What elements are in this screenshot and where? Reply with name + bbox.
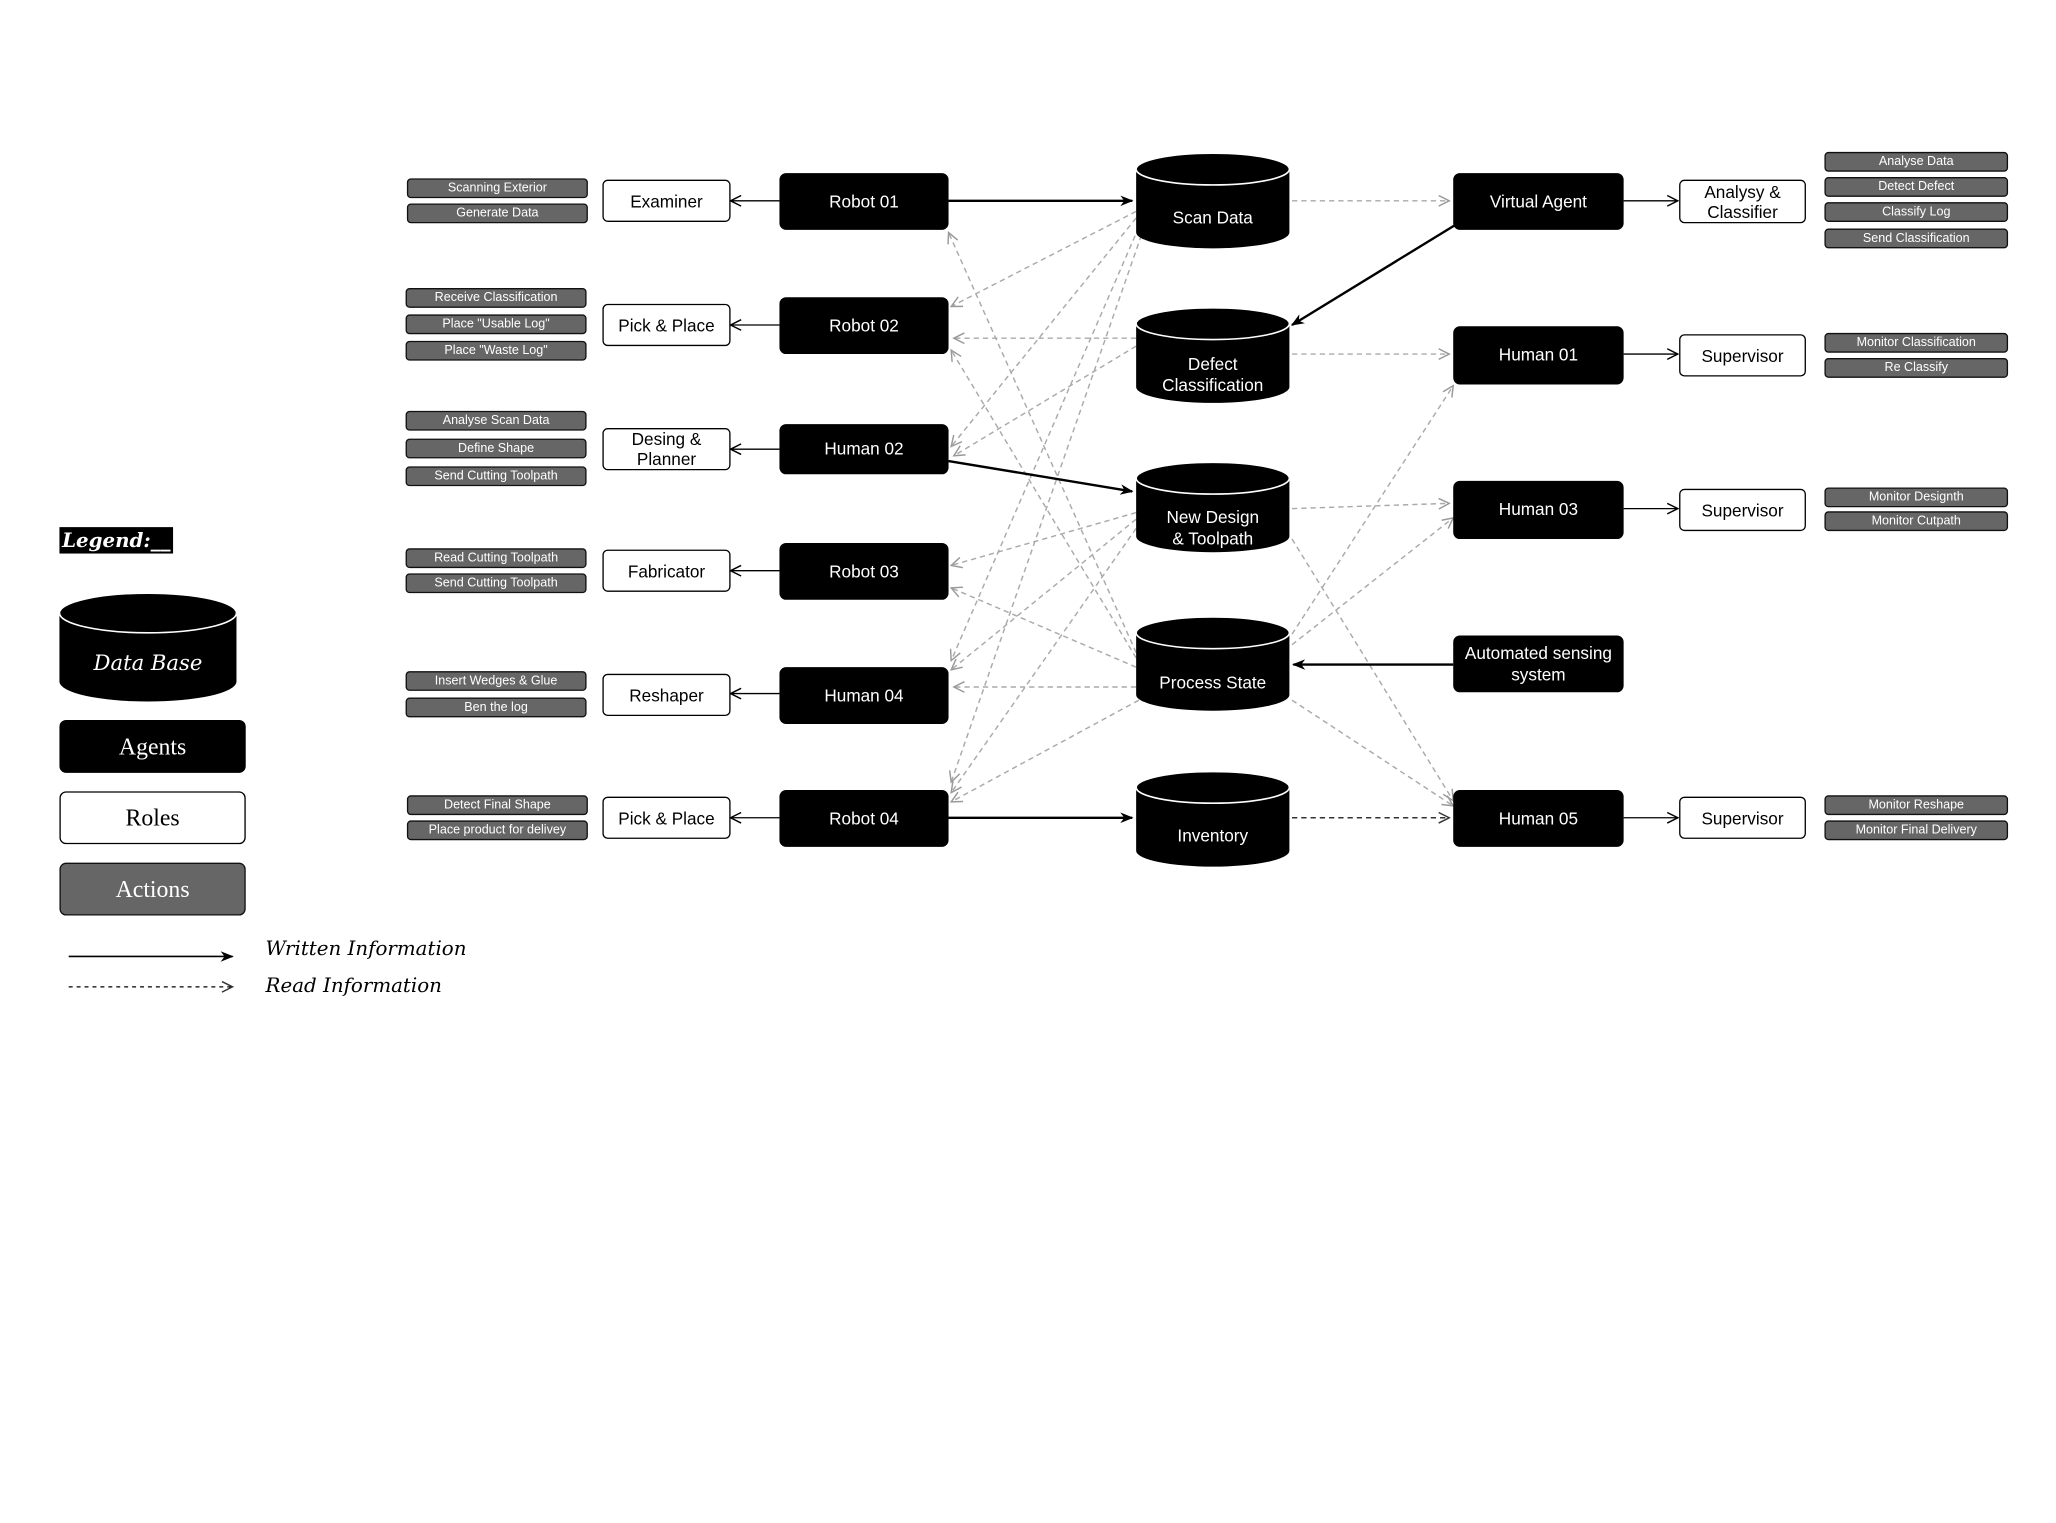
role-supervisor-3[interactable]: Supervisor [1679,488,1806,532]
role-fabricator[interactable]: Fabricator [602,549,731,592]
agent-human-03[interactable]: Human 03 [1453,480,1624,540]
role-design-planner[interactable]: Desing & Planner [602,428,731,471]
read-line [1291,518,1453,646]
action-item[interactable]: Classify Log [1824,202,2009,222]
action-item[interactable]: Detect Final Shape [406,795,588,816]
read-line [1292,503,1449,508]
db-cylinder-inventory [1135,770,1291,867]
read-line [1291,538,1453,801]
action-item[interactable]: Generate Data [406,203,588,224]
agent-automated-sensing-system[interactable]: Automated sensing system [1453,635,1624,693]
action-item[interactable]: Receive Classification [405,287,587,308]
legend-written-label: Written Information [265,936,467,961]
read-line [1291,699,1453,806]
legend-database-label: Data Base [93,649,203,675]
legend-actions-box: Actions [59,862,246,916]
read-line [951,217,1137,447]
db-scan-data[interactable]: Scan Data [1172,207,1253,228]
read-line [951,210,1137,306]
db-defect-classification[interactable]: Defect Classification [1162,354,1264,396]
role-examiner[interactable]: Examiner [602,179,731,222]
action-item[interactable]: Monitor Classification [1824,332,2009,353]
agent-human-01[interactable]: Human 01 [1453,326,1624,385]
action-item[interactable]: Ben the log [405,697,587,718]
role-supervisor-5[interactable]: Supervisor [1679,796,1806,839]
db-cylinder-scan [1135,152,1291,249]
db-process-state[interactable]: Process State [1159,672,1267,693]
action-item[interactable]: Insert Wedges & Glue [405,671,587,691]
agent-human-02[interactable]: Human 02 [779,424,949,475]
agent-human-05[interactable]: Human 05 [1453,790,1624,847]
action-item[interactable]: Monitor Designth [1824,487,2009,508]
read-line [954,345,1137,456]
agent-human-04[interactable]: Human 04 [779,667,949,724]
db-inventory[interactable]: Inventory [1177,825,1249,846]
read-line [951,350,1137,659]
action-item[interactable]: Re Classify [1824,358,2009,378]
action-item[interactable]: Place product for delivey [406,820,588,841]
read-line [951,518,1137,670]
action-item[interactable]: Place "Waste Log" [405,340,587,361]
action-item[interactable]: Scanning Exterior [406,178,588,199]
db-cylinder-design [1135,461,1291,553]
agent-virtual-agent[interactable]: Virtual Agent [1453,173,1624,230]
db-cylinder-defect [1135,307,1291,403]
action-item[interactable]: Send Classification [1824,228,2009,249]
read-line [951,528,1137,792]
action-item[interactable]: Analyse Scan Data [405,410,587,431]
read-line [951,699,1140,802]
read-line [951,226,1140,660]
read-line [951,588,1137,668]
write-line [948,459,1134,495]
read-line [949,233,1137,653]
role-analyser-classifier[interactable]: Analysy & Classifier [1679,179,1806,224]
role-supervisor-1[interactable]: Supervisor [1679,334,1806,377]
role-pick-and-place-1[interactable]: Pick & Place [602,303,731,347]
write-line [1290,223,1457,327]
read-line [1291,386,1453,635]
role-pick-and-place-2[interactable]: Pick & Place [602,796,731,839]
action-item[interactable]: Define Shape [405,438,587,459]
legend-db-cylinder [58,592,238,702]
read-line [951,234,1143,782]
legend-title: Legend:__ [59,527,174,554]
action-item[interactable]: Place "Usable Log" [405,314,587,335]
agent-robot-02[interactable]: Robot 02 [779,297,949,355]
db-new-design-toolpath[interactable]: New Design & Toolpath [1166,507,1260,549]
legend-read-label: Read Information [265,973,442,998]
action-item[interactable]: Monitor Cutpath [1824,511,2009,532]
connection-lines [58,152,2056,1153]
agent-robot-01[interactable]: Robot 01 [779,173,949,230]
action-item[interactable]: Send Cutting Toolpath [405,466,587,487]
action-item[interactable]: Detect Defect [1824,177,2009,197]
legend-roles-box: Roles [59,791,246,845]
action-item[interactable]: Send Cutting Toolpath [405,573,587,594]
action-item[interactable]: Read Cutting Toolpath [405,548,587,569]
role-reshaper[interactable]: Reshaper [602,673,731,717]
action-item[interactable]: Monitor Final Delivery [1824,820,2009,841]
agent-robot-04[interactable]: Robot 04 [779,790,949,847]
db-cylinder-process [1135,616,1291,711]
action-item[interactable]: Monitor Reshape [1824,795,2009,816]
action-item[interactable]: Analyse Data [1824,151,2009,172]
read-line [951,511,1137,566]
legend-agents-box: Agents [59,719,246,773]
agent-robot-03[interactable]: Robot 03 [779,542,949,600]
